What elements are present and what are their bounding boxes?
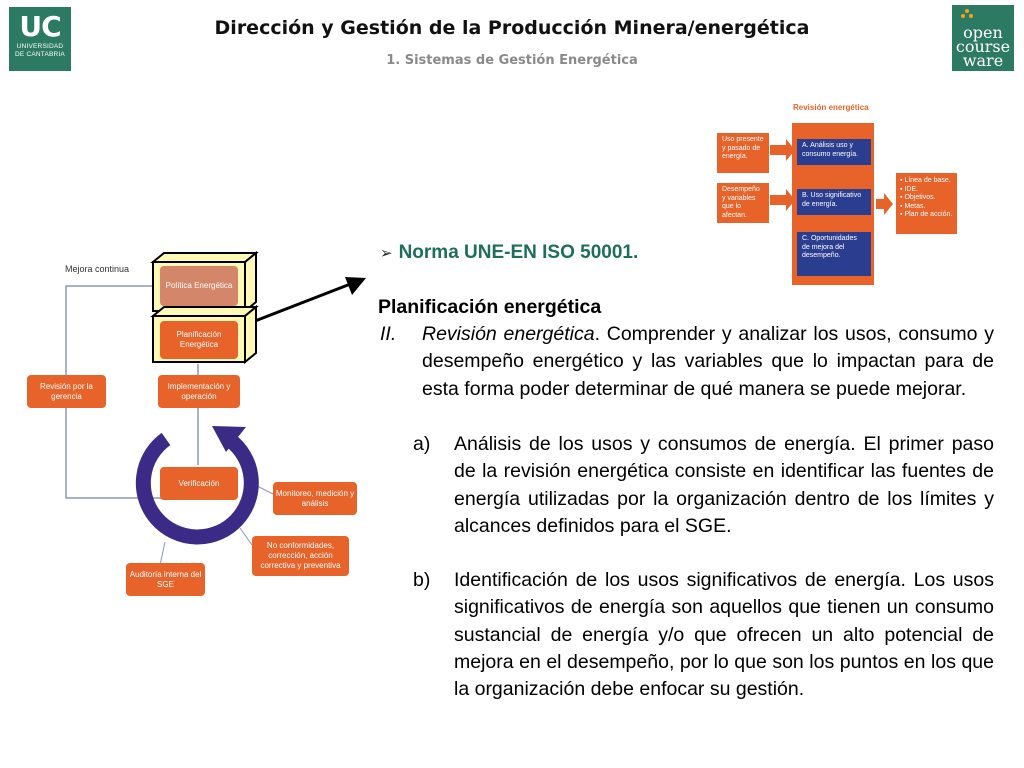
item-a-number: a) <box>413 433 431 455</box>
ocw-word-ware: ware <box>962 51 1004 70</box>
arrow-right-icon <box>770 189 795 211</box>
item-ii-text: . Comprender y analizar los usos, consum… <box>422 323 995 400</box>
bullet-arrow-icon: ➢ <box>380 245 393 262</box>
review-output-5: ▪ Plan de acción. <box>900 211 953 218</box>
review-output-4: ▪ Metas. <box>900 202 926 210</box>
verificacion-box: Verificación <box>160 467 238 500</box>
norma-heading: ➢ Norma UNE-EN ISO 50001. <box>380 242 638 264</box>
cycle-diagram-lines <box>65 277 366 566</box>
cycle-arrow-icon <box>135 432 259 545</box>
norma-text: Norma UNE-EN ISO 50001. <box>398 242 639 263</box>
mejora-continua-label: Mejora continua <box>65 264 130 274</box>
implementacion-box: Implementación y operación <box>158 375 240 408</box>
review-step-b: B. Uso significativo de energía. <box>797 189 871 215</box>
review-output-3: ▪ Objetivos. <box>900 194 936 201</box>
item-b-number: b) <box>413 569 431 591</box>
uc-logo: UC UNIVERSIDAD DE CANTABRIA <box>9 7 71 71</box>
monitoreo-box: Monitoreo, medición y análisis <box>273 482 357 515</box>
item-ii-number: II. <box>380 323 397 345</box>
ocw-word-open: open <box>963 23 1003 42</box>
uc-logo-line2: DE CANTABRIA <box>15 51 65 58</box>
arrow-right-icon <box>876 193 893 215</box>
ocw-word-course: course <box>955 37 1011 56</box>
auditoria-interna-box: Auditoría interna del SGE <box>126 563 205 596</box>
ocw-dots-icon <box>961 9 973 21</box>
ocw-logo: open course ware <box>952 5 1014 71</box>
uc-logo-line1: UNIVERSIDAD <box>16 43 64 50</box>
review-output-1: ▪ Línea de base. <box>900 177 951 184</box>
review-input-usage: Uso presente y pasado de energía. <box>717 133 769 173</box>
review-step-c: C. Oportunidades de mejora del desempeño… <box>797 232 871 276</box>
item-b-paragraph: Identificación de los usos significativo… <box>454 569 994 701</box>
pointer-arrow-icon <box>254 281 354 323</box>
item-ii-paragraph: Revisión energética. Comprender y analiz… <box>422 321 994 403</box>
item-ii-lead: Revisión energética <box>422 323 595 345</box>
review-input-performance: Desempeño y variables que lo afectan. <box>717 183 769 223</box>
review-step-a: A. Análisis uso y consumo energía. <box>797 139 871 165</box>
page-subtitle: 1. Sistemas de Gestión Energética <box>386 53 638 68</box>
review-diagram-title: Revisión energética <box>793 103 869 112</box>
arrow-right-icon <box>770 139 795 161</box>
politica-energetica-box: Política Energética <box>160 266 238 306</box>
revision-gerencia-box: Revisión por la gerencia <box>27 375 106 408</box>
uc-logo-mark: UC <box>19 10 61 43</box>
review-output-2: ▪ IDE. <box>900 185 919 193</box>
review-arrows <box>770 139 893 215</box>
page-title: Dirección y Gestión de la Producción Min… <box>214 17 810 39</box>
no-conformidades-box: No conformidades, corrección, acción cor… <box>252 536 349 576</box>
planificacion-heading: Planificación energética <box>378 296 602 318</box>
planificacion-energetica-box: Planificación Energética <box>160 321 238 359</box>
review-outputs: ▪ Línea de base. ▪ IDE. ▪ Objetivos. ▪ M… <box>896 173 957 234</box>
item-a-paragraph: Análisis de los usos y consumos de energ… <box>454 433 994 537</box>
